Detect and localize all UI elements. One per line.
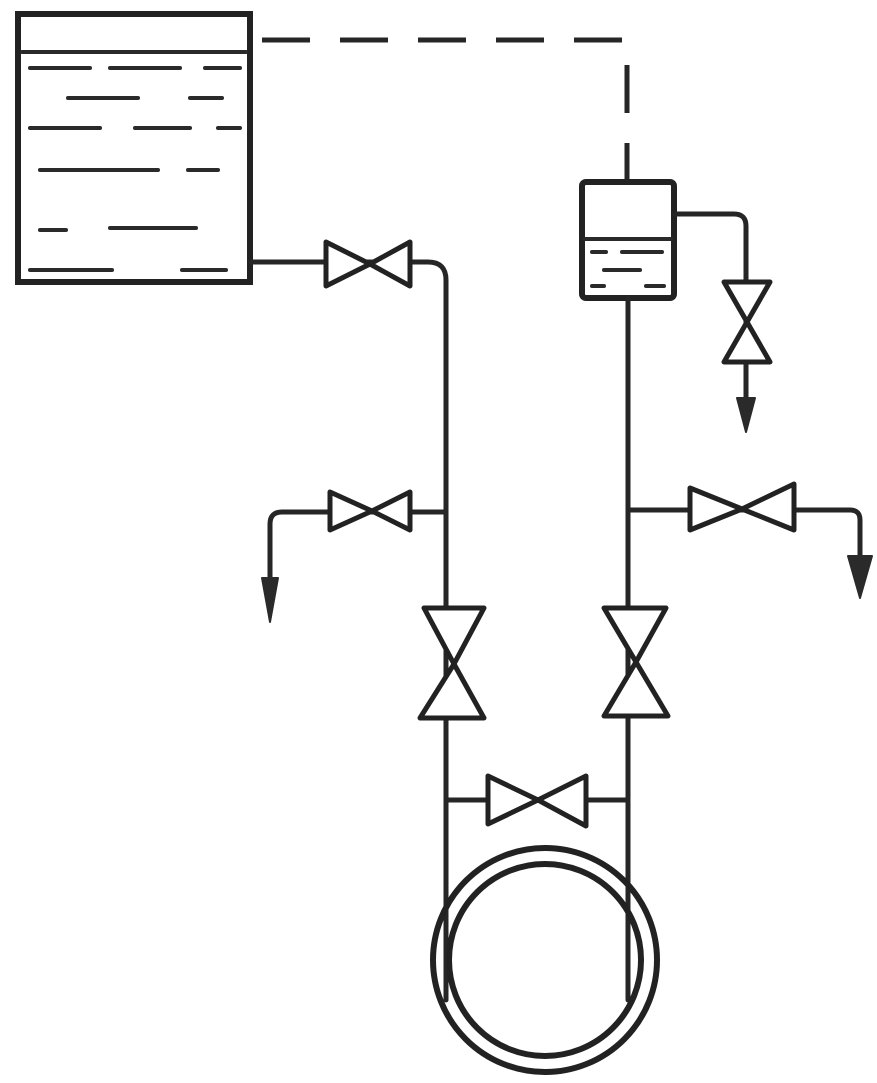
- dashed-connection-line: [262, 37, 630, 182]
- inner-ring: [446, 861, 644, 1059]
- supply-tank-liquid: [20, 50, 248, 272]
- expansion-vessel: [579, 179, 677, 301]
- tank-outlet-valve: [323, 239, 413, 289]
- left-drain-arrow: [261, 577, 279, 623]
- outer-ring: [430, 845, 660, 1075]
- vessel-drain-valve: [721, 279, 773, 365]
- supply-tank: [15, 11, 253, 285]
- bypass-valve: [485, 773, 589, 829]
- pipe-cross-section: [430, 845, 660, 1075]
- expansion-vessel-liquid: [583, 237, 673, 288]
- right-isolation-valve: [601, 605, 671, 719]
- left-branch-drain-valve: [327, 489, 413, 533]
- supply-tank-body: [15, 11, 253, 285]
- vessel-drain-arrow: [736, 397, 756, 433]
- right-branch-drain-valve: [687, 481, 797, 533]
- pipework: [247, 211, 863, 1003]
- right-drain-arrow: [847, 555, 873, 599]
- left-isolation-valve: [417, 605, 487, 721]
